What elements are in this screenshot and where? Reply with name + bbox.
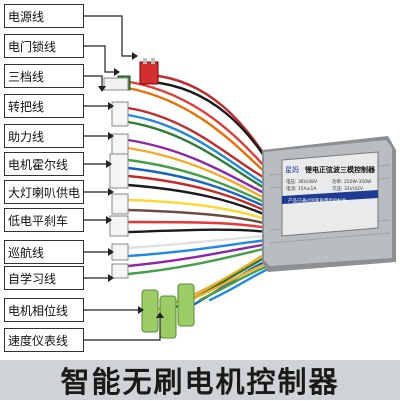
label-self-learn-wire: 自学习线 bbox=[4, 266, 84, 290]
assist-connector bbox=[111, 133, 129, 155]
pointer-lines bbox=[84, 15, 161, 341]
label-light-horn-power: 大灯喇叭供电 bbox=[4, 180, 84, 204]
cruise-connector bbox=[111, 243, 129, 261]
controller-footer-text: 产品已通过国家质量检验标准 bbox=[288, 197, 347, 204]
label-speedometer-wire: 速度仪表线 bbox=[4, 328, 84, 352]
controller-title: 锂电正弦波三模控制器 bbox=[305, 165, 376, 174]
spec-line-3: 功率: 250W-350W bbox=[332, 178, 372, 185]
label-cruise-wire: 巡航线 bbox=[4, 240, 84, 264]
power-connector bbox=[139, 61, 159, 85]
wire-harness bbox=[126, 73, 278, 314]
controller-housing: 星妈 锂电正弦波三模控制器 电压: 36V/48V 电流: 15A±1A 功率:… bbox=[262, 136, 396, 272]
label-power-wire: 电源线 bbox=[4, 4, 84, 28]
label-lock-wire: 电门锁线 bbox=[4, 34, 84, 58]
three-speed-connector bbox=[103, 77, 129, 91]
spec-line-2: 电流: 15A±1A bbox=[286, 185, 317, 192]
label-throttle-wire: 转把线 bbox=[4, 94, 84, 118]
brake-connector bbox=[109, 215, 129, 237]
controller-brand: 星妈 bbox=[285, 165, 299, 174]
label-assist-wire: 助力线 bbox=[4, 124, 84, 148]
label-phase-wire: 电机相位线 bbox=[4, 298, 84, 322]
learn-connector bbox=[111, 263, 129, 279]
hall-connector bbox=[109, 153, 129, 189]
phase-connector-yellow bbox=[141, 289, 159, 333]
connectors bbox=[103, 58, 195, 339]
light-connector bbox=[111, 193, 129, 215]
label-three-speed-wire: 三档线 bbox=[4, 64, 84, 88]
label-hall-wire: 电机霍尔线 bbox=[4, 152, 84, 176]
footer-title: 智能无刷电机控制器 bbox=[0, 360, 400, 400]
throttle-connector bbox=[111, 101, 129, 127]
phase-connector-blue bbox=[177, 283, 195, 327]
spec-line-4: 欠压: 31V/42V bbox=[332, 185, 364, 192]
spec-line-1: 电压: 36V/48V bbox=[286, 178, 318, 185]
label-low-brake: 低电平刹车 bbox=[4, 208, 84, 232]
arrowheads bbox=[98, 52, 164, 318]
